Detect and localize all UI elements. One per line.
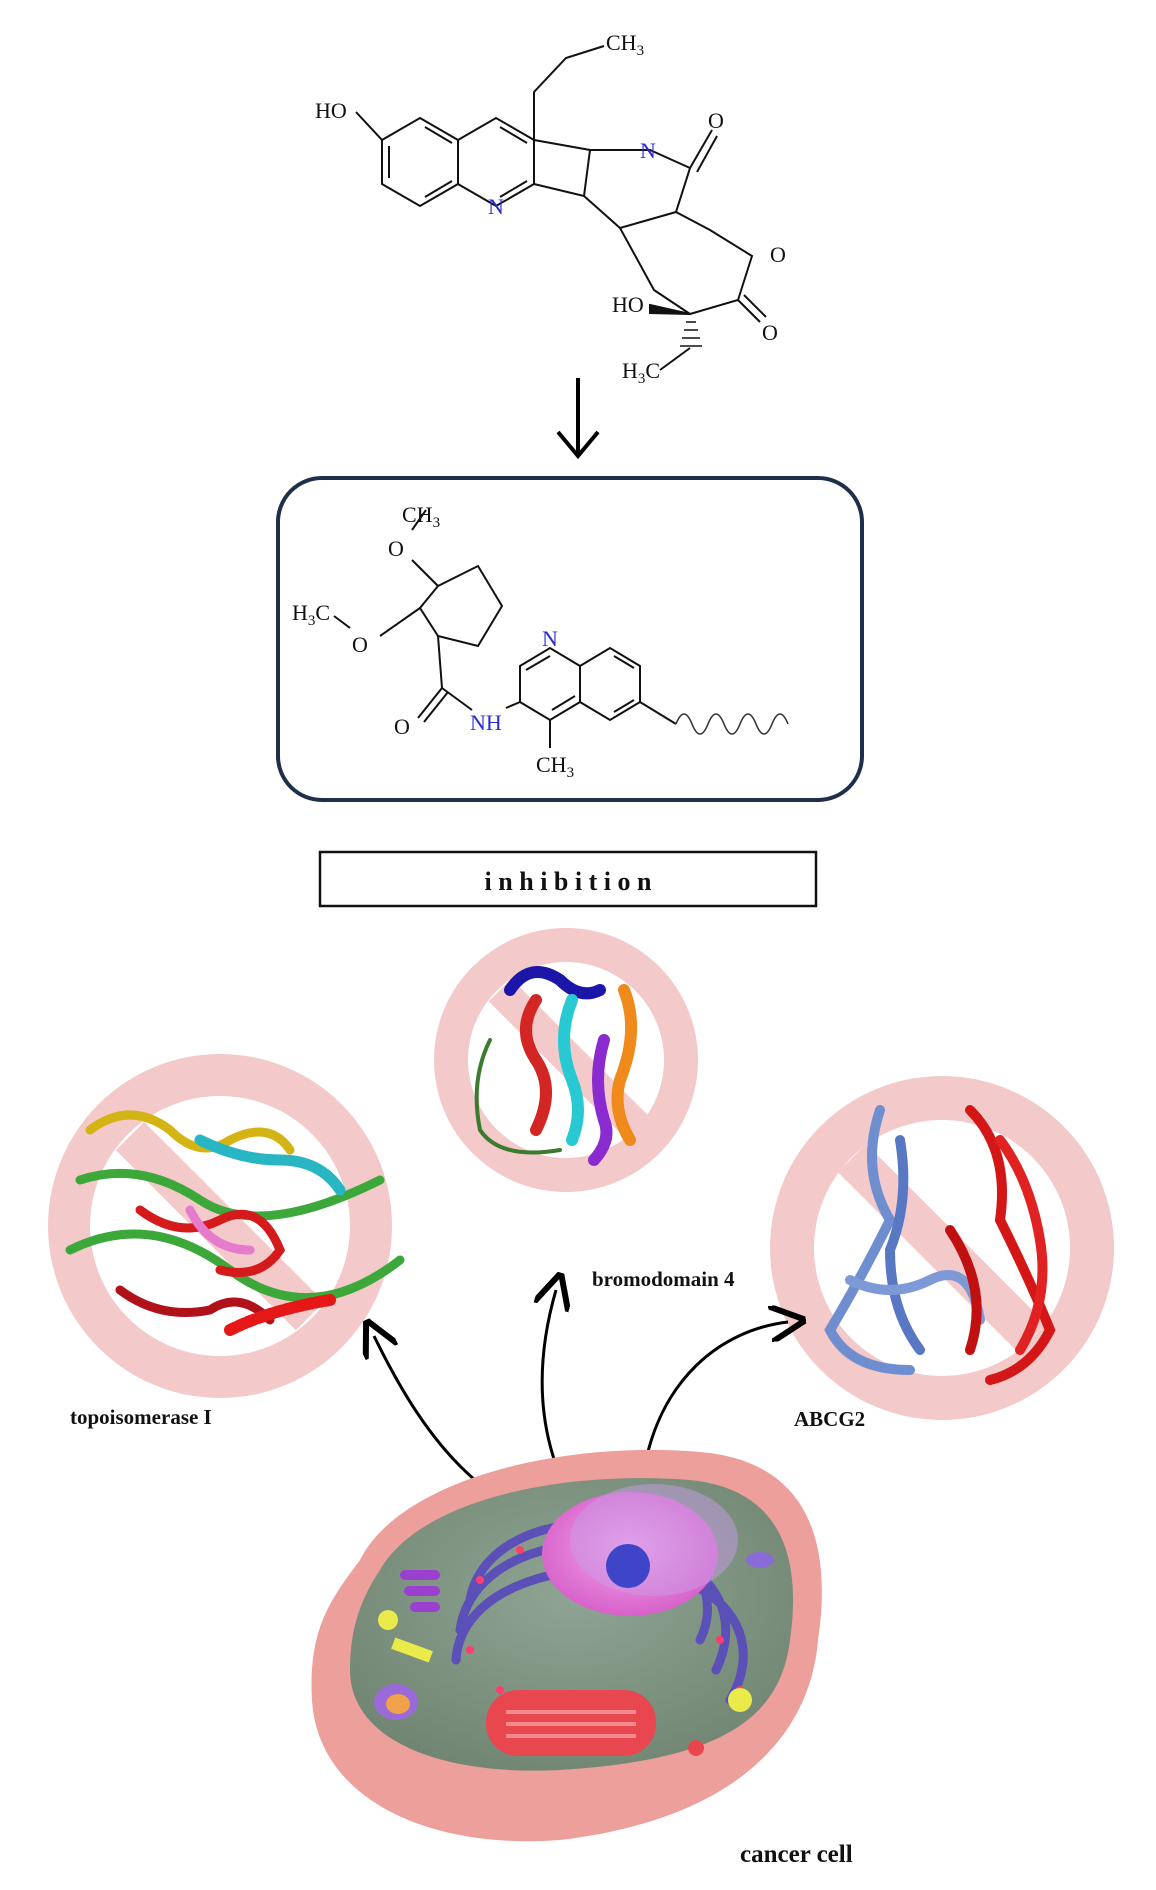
bromodomain-4-panel: bromodomain 4 <box>434 928 735 1291</box>
derivative-box <box>276 476 864 802</box>
protein-ribbon-icon <box>65 1110 405 1336</box>
ho-chiral-label: HO <box>612 292 644 317</box>
down-arrow-icon <box>556 378 600 460</box>
cancer-cell-label: cancer cell <box>740 1841 853 1868</box>
abcg2-panel: ABCG2 <box>770 1076 1114 1431</box>
bromodomain-4-label: bromodomain 4 <box>592 1267 735 1291</box>
n-lactam-label: N <box>640 138 656 163</box>
n-quinoline-label: N <box>542 626 558 651</box>
derivative-structure <box>333 509 789 748</box>
abcg2-label: ABCG2 <box>794 1407 865 1431</box>
ch3-top-label: CH3 <box>402 502 440 531</box>
protein-ribbon-icon <box>824 1105 1056 1385</box>
o-amide-label: O <box>394 714 410 739</box>
h3c-label: H3C <box>622 358 660 387</box>
protein-ribbon-icon <box>474 966 638 1166</box>
derivative-labels: CH3 O H3C O N O NH CH3 <box>292 502 574 781</box>
nh-label: NH <box>470 710 502 735</box>
o-top-label: O <box>388 536 404 561</box>
topoisomerase-panel: topoisomerase I <box>48 1054 405 1429</box>
ch3-label: CH3 <box>606 30 644 59</box>
camptothecin-structure <box>355 45 767 371</box>
o-left-label: O <box>352 632 368 657</box>
o-ring-label: O <box>770 242 786 267</box>
inhibition-label: i n h i b i t i o n <box>485 867 652 896</box>
cell-illustration-icon <box>311 1449 822 1842</box>
no-sign-icon <box>770 1076 1114 1420</box>
topoisomerase-label: topoisomerase I <box>70 1405 212 1429</box>
n-ring-label: N <box>488 194 504 219</box>
camptothecin-labels: CH3 HO N N O O O HO H3C <box>315 30 786 387</box>
no-sign-icon <box>48 1054 392 1398</box>
h3c-left-label: H3C <box>292 600 330 629</box>
inhibition-box <box>318 850 818 908</box>
o-lactone-label: O <box>762 320 778 345</box>
ho-label: HO <box>315 98 347 123</box>
ch3-bottom-label: CH3 <box>536 752 574 781</box>
o-keto-label: O <box>708 108 724 133</box>
